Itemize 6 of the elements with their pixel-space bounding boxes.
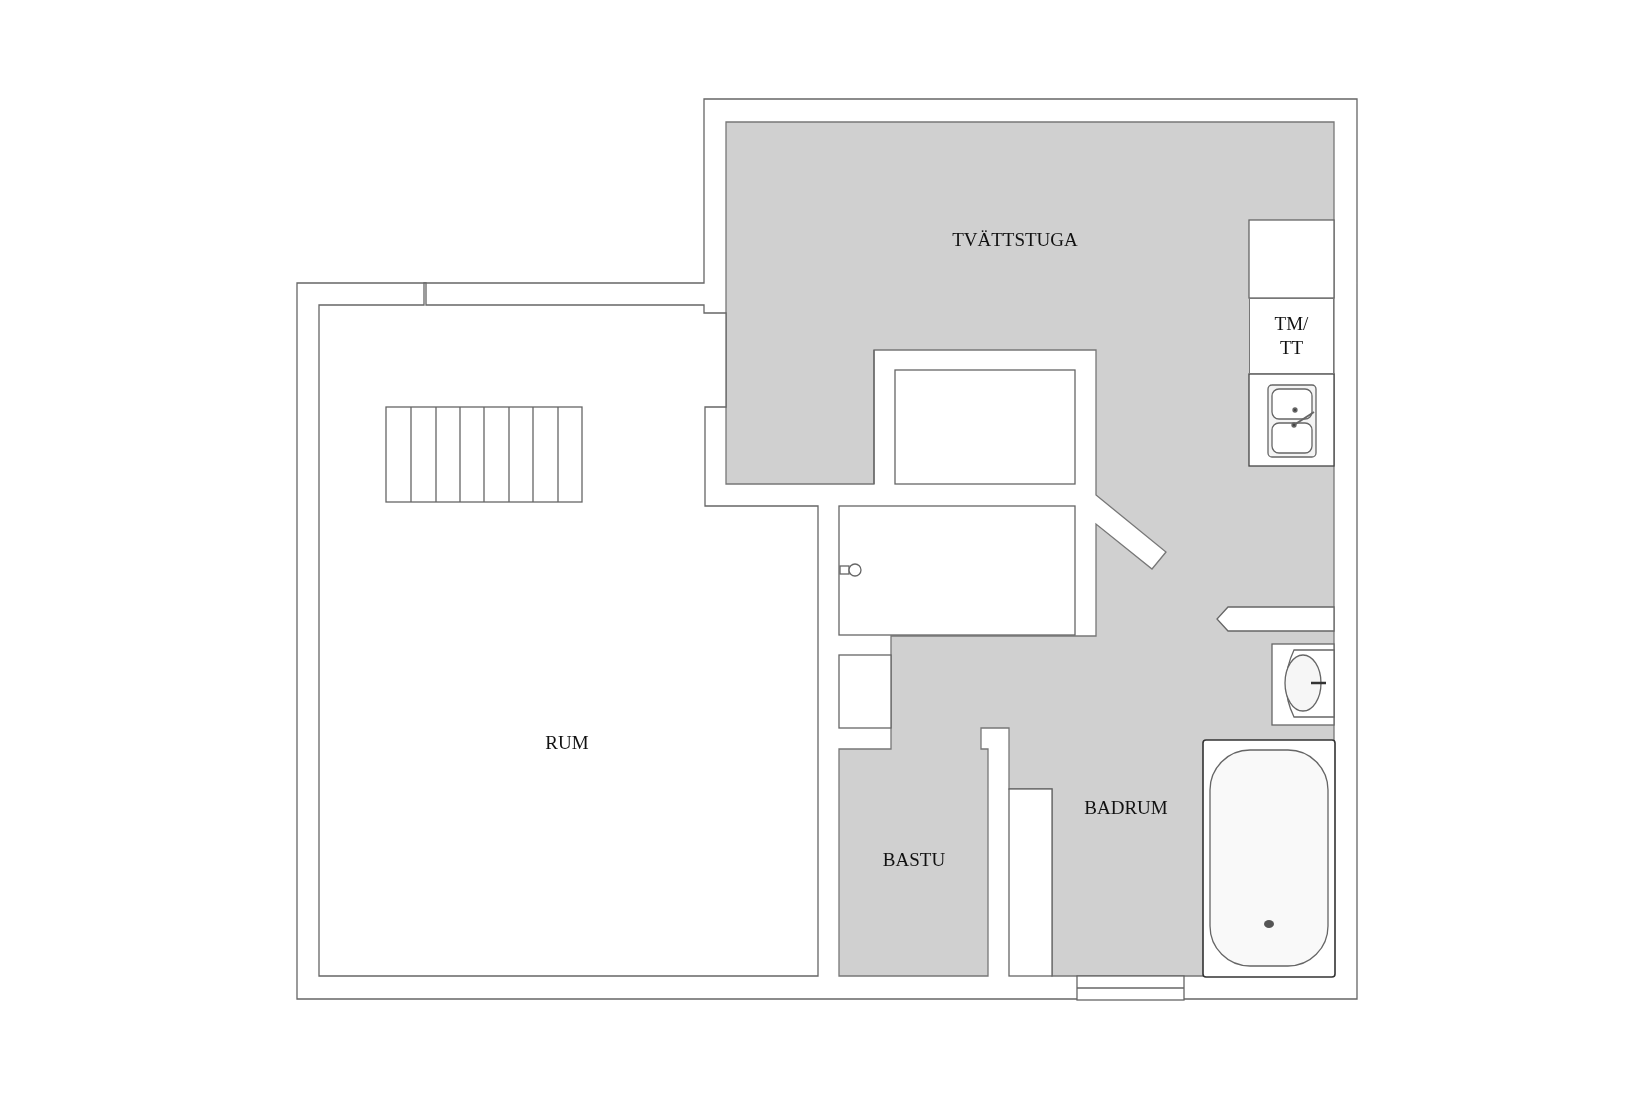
room-label: BASTU [850, 840, 978, 880]
cabinet-box [1249, 298, 1334, 374]
cabinet-label: TM/ TT [1274, 312, 1309, 360]
room-label: BADRUM [1060, 788, 1192, 828]
room-label: RUM [500, 723, 634, 763]
room-label: TVÄTTSTUGA [900, 220, 1130, 260]
